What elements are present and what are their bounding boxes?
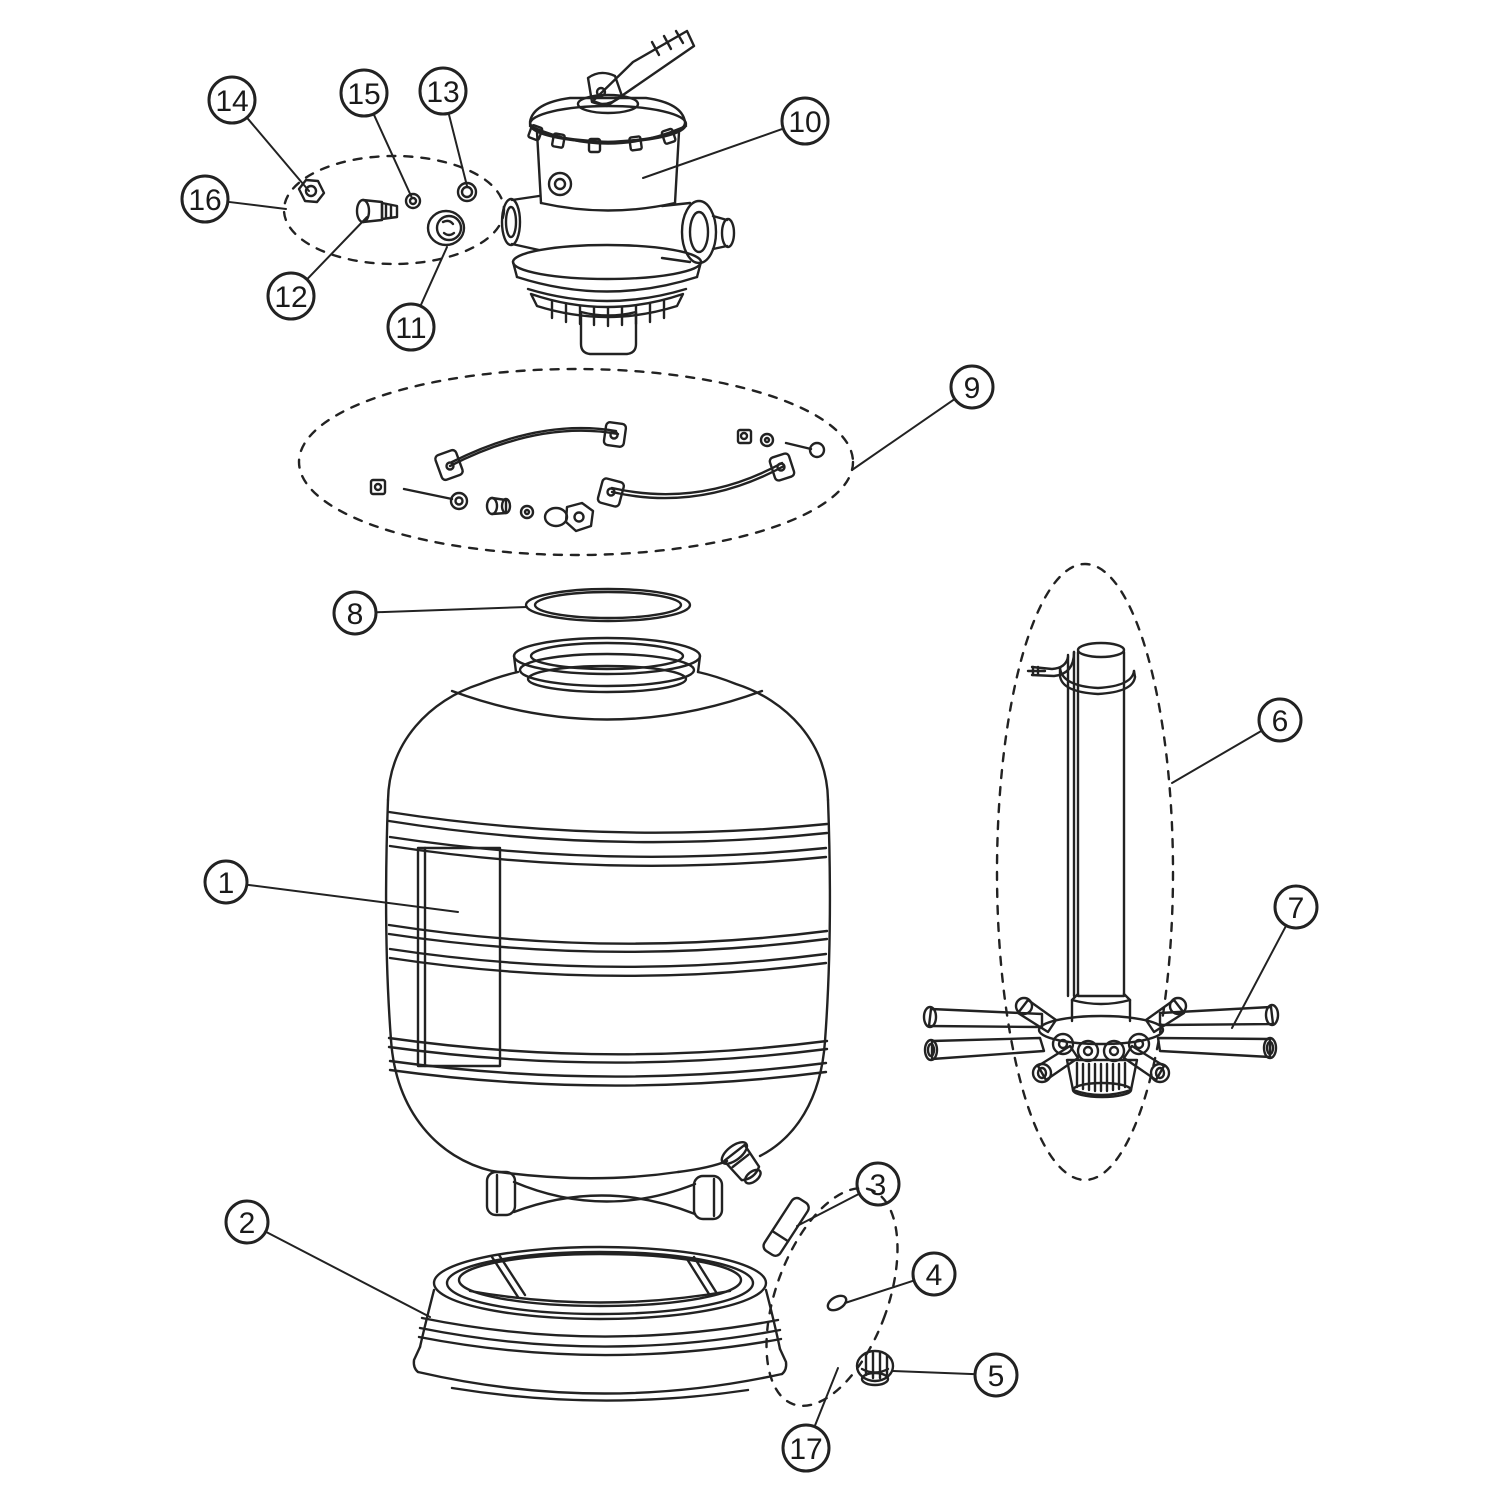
drain-parts-group-drawing bbox=[762, 1186, 899, 1408]
callout-circle-standpipe bbox=[1257, 697, 1303, 743]
standpipe-dashed-ellipse bbox=[995, 562, 1175, 1182]
callout-circle-flange-clamp-assembly bbox=[949, 364, 995, 410]
callout-number: 9 bbox=[964, 372, 981, 405]
valve-hardware-group-drawing bbox=[282, 154, 506, 266]
callout-4: 4 bbox=[844, 1251, 957, 1304]
callout-number: 3 bbox=[870, 1169, 887, 1202]
leader-line-multiport-valve bbox=[642, 127, 784, 179]
tank-o-ring-drawing bbox=[524, 587, 692, 623]
clamp-dashed-ellipse bbox=[297, 367, 855, 557]
callout-9: 9 bbox=[851, 364, 995, 471]
callout-16: 16 bbox=[180, 174, 287, 224]
tank-legs bbox=[485, 1170, 724, 1221]
leader-line-o-ring-small bbox=[447, 113, 468, 187]
standpipe-drawing bbox=[995, 562, 1175, 1182]
callout-number: 14 bbox=[215, 85, 248, 118]
callout-5: 5 bbox=[892, 1352, 1019, 1398]
callout-17: 17 bbox=[781, 1367, 839, 1473]
leader-line-lateral-assembly bbox=[1231, 925, 1287, 1029]
callout-number: 7 bbox=[1288, 892, 1305, 925]
flange-clamp-assembly-drawing bbox=[297, 367, 855, 557]
callout-circle-valve-fitting bbox=[266, 271, 316, 321]
callout-number: 5 bbox=[988, 1360, 1005, 1393]
filter-tank-drawing bbox=[384, 636, 832, 1221]
callout-circle-valve-hardware-group bbox=[180, 174, 230, 224]
leader-line-flange-clamp-assembly bbox=[851, 398, 955, 471]
drain-cap bbox=[855, 1349, 895, 1387]
drain-gasket bbox=[826, 1294, 848, 1312]
callout-circle-drain-assembly-group bbox=[781, 1423, 831, 1473]
callout-3: 3 bbox=[796, 1161, 901, 1227]
leader-line-valve-hardware-group bbox=[227, 200, 287, 210]
leader-line-drain-cap bbox=[892, 1370, 976, 1376]
leader-line-hex-nut bbox=[246, 117, 310, 192]
callout-circle-lateral-assembly bbox=[1273, 884, 1319, 930]
callout-number: 6 bbox=[1272, 705, 1289, 738]
leader-line-drain-gasket bbox=[844, 1279, 915, 1304]
callout-14: 14 bbox=[207, 75, 310, 192]
callout-number: 10 bbox=[788, 106, 821, 139]
sight-glass-cap bbox=[426, 209, 466, 247]
callout-number: 12 bbox=[274, 281, 307, 314]
callout-number: 2 bbox=[239, 1207, 256, 1240]
leader-line-tank-o-ring bbox=[375, 606, 528, 614]
callout-circle-tank-o-ring bbox=[332, 590, 378, 636]
valve-fitting bbox=[355, 198, 399, 224]
multiport-valve-drawing bbox=[500, 29, 736, 356]
callout-10: 10 bbox=[642, 96, 830, 179]
callout-number: 15 bbox=[347, 78, 380, 111]
valve-bottom-pipe bbox=[579, 310, 638, 356]
callout-number: 11 bbox=[395, 312, 426, 345]
washer bbox=[404, 192, 422, 210]
hex-nut bbox=[297, 178, 326, 204]
callout-number: 4 bbox=[926, 1259, 943, 1292]
leader-line-drain-plug bbox=[796, 1193, 860, 1227]
callout-circle-sight-glass-cap bbox=[386, 302, 436, 352]
callout-13: 13 bbox=[418, 66, 468, 187]
drain-group-dashed-ellipse bbox=[765, 1186, 899, 1408]
leader-line-valve-fitting bbox=[306, 216, 368, 280]
callout-6: 6 bbox=[1171, 697, 1303, 784]
callout-number: 13 bbox=[426, 76, 459, 109]
callout-number: 1 bbox=[218, 867, 235, 900]
lateral-assembly-drawing bbox=[922, 996, 1280, 1099]
callout-circle-hex-nut bbox=[207, 75, 257, 125]
callout-circle-tank-base-ring bbox=[224, 1199, 270, 1245]
callout-8: 8 bbox=[332, 590, 528, 636]
leader-line-washer bbox=[372, 113, 413, 199]
tank-drain-fitting bbox=[720, 1141, 762, 1185]
callout-circle-filter-tank-body bbox=[203, 859, 249, 905]
callout-1: 1 bbox=[203, 859, 459, 913]
callout-7: 7 bbox=[1231, 884, 1319, 1029]
base-ring-drawing bbox=[412, 1245, 788, 1402]
callout-circle-o-ring-small bbox=[418, 66, 468, 116]
leader-line-tank-base-ring bbox=[265, 1231, 431, 1318]
callout-15: 15 bbox=[339, 68, 413, 199]
callout-12: 12 bbox=[266, 216, 368, 321]
hardware-group-dashed-ellipse bbox=[282, 154, 506, 266]
callout-circle-washer bbox=[339, 68, 389, 118]
leader-line-drain-assembly-group bbox=[813, 1367, 839, 1427]
callout-circle-drain-plug bbox=[855, 1161, 901, 1207]
callout-circle-multiport-valve bbox=[780, 96, 830, 146]
leader-line-standpipe bbox=[1171, 730, 1262, 784]
leader-line-filter-tank-body bbox=[246, 883, 459, 913]
callout-number: 17 bbox=[789, 1433, 822, 1466]
drain-plug bbox=[762, 1196, 810, 1257]
callout-number: 8 bbox=[347, 598, 364, 631]
leader-line-sight-glass-cap bbox=[419, 246, 448, 307]
callout-circle-drain-cap bbox=[973, 1352, 1019, 1398]
callout-2: 2 bbox=[224, 1199, 431, 1318]
callout-11: 11 bbox=[386, 246, 448, 352]
callout-circle-drain-gasket bbox=[911, 1251, 957, 1297]
callout-number: 16 bbox=[188, 184, 221, 217]
tank-label-panel bbox=[416, 846, 502, 1068]
